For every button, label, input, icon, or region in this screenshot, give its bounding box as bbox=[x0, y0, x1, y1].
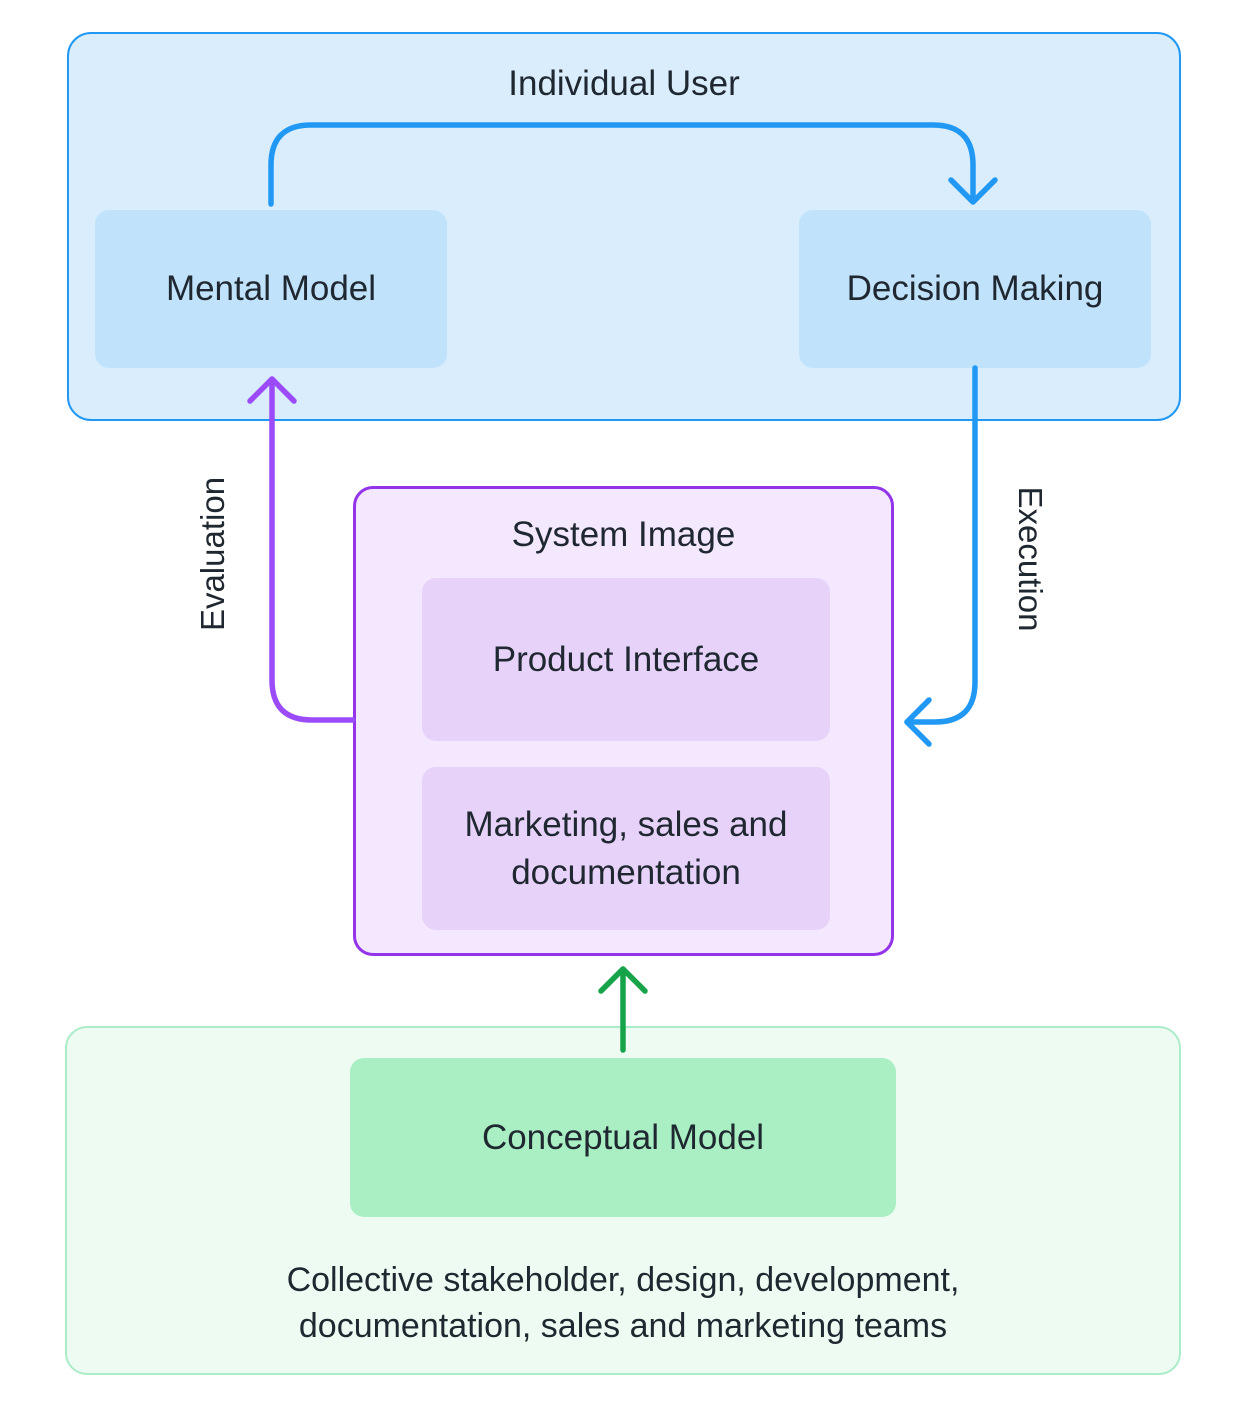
evaluation-label: Evaluation bbox=[194, 476, 231, 632]
caption-line-2: documentation, sales and marketing teams bbox=[298, 1307, 948, 1345]
arrowhead-left-icon bbox=[904, 697, 932, 747]
individual-user-title: Individual User bbox=[508, 64, 740, 103]
product-interface-box: Product Interface bbox=[422, 578, 830, 741]
system-image-title: System Image bbox=[511, 515, 736, 554]
mental-model-box: Mental Model bbox=[95, 210, 447, 368]
arrowhead-up-icon bbox=[598, 966, 648, 994]
collective-teams-caption: Collective stakeholder, design, developm… bbox=[65, 1257, 1181, 1349]
caption-line-1: Collective stakeholder, design, developm… bbox=[286, 1261, 960, 1299]
evaluation-arrow bbox=[247, 376, 356, 723]
execution-label: Execution bbox=[1012, 486, 1049, 632]
marketing-sales-documentation-box: Marketing, sales and documentation bbox=[422, 767, 830, 930]
execution-arrow bbox=[904, 365, 978, 747]
decision-making-box: Decision Making bbox=[799, 210, 1151, 368]
conceptual-model-box: Conceptual Model bbox=[350, 1058, 896, 1217]
